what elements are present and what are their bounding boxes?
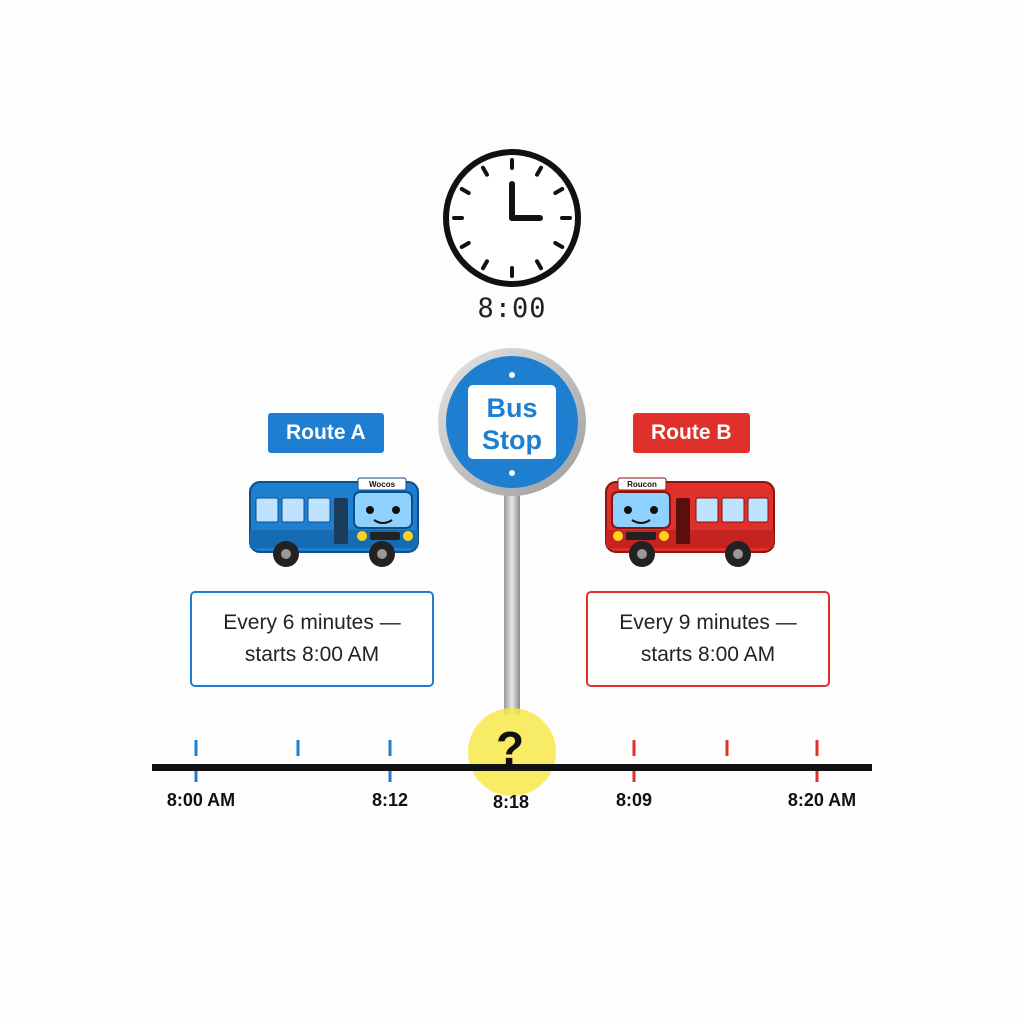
bus-stop-pole <box>504 475 520 715</box>
bus-b-destination-sign: Roucon <box>627 480 657 489</box>
clock-tick <box>535 165 543 177</box>
clock-tick <box>459 187 471 195</box>
clock-tick <box>535 259 543 271</box>
tick-label-8-09: 8:09 <box>615 790 653 810</box>
red-bus-icon: Roucon <box>605 477 775 567</box>
route-a-info-line1: Every 6 minutes — <box>223 611 401 634</box>
timeline-axis <box>152 764 872 771</box>
bus-a-destination-sign: Wocos <box>369 480 396 489</box>
clock-tick <box>553 187 565 195</box>
question-highlight <box>468 708 556 796</box>
bus-stop-line1: Bus <box>486 393 537 423</box>
blue-bus-icon: Wocos <box>249 477 419 567</box>
clock-icon <box>443 149 581 287</box>
route-a-info-line2: starts 8:00 AM <box>244 643 380 666</box>
clock-tick <box>481 259 489 271</box>
tick-label-8-18: 8:18 <box>492 792 530 812</box>
route-b-info-box: Every 9 minutes — starts 8:00 AM <box>586 591 830 687</box>
clock-time-label: 8:00 <box>477 293 547 324</box>
bus-stop-line2: Stop <box>482 425 542 455</box>
route-b-info-line1: Every 9 minutes — <box>619 611 797 634</box>
route-b-label: Route B <box>633 413 750 453</box>
timeline: ? <box>152 708 872 796</box>
tick-label-8-20-am: 8:20 AM <box>787 790 857 810</box>
question-mark: ? <box>496 722 524 774</box>
tick-label-8-00-am: 8:00 AM <box>166 790 236 810</box>
route-a-info-box: Every 6 minutes — starts 8:00 AM <box>190 591 434 687</box>
clock-tick <box>459 241 471 249</box>
clock-tick <box>481 165 489 177</box>
bus-stop-sign: Bus Stop <box>438 348 586 715</box>
clock-tick <box>553 241 565 249</box>
route-b-info-line2: starts 8:00 AM <box>640 643 776 666</box>
route-a-label: Route A <box>268 413 384 453</box>
tick-label-8-12: 8:12 <box>371 790 409 810</box>
